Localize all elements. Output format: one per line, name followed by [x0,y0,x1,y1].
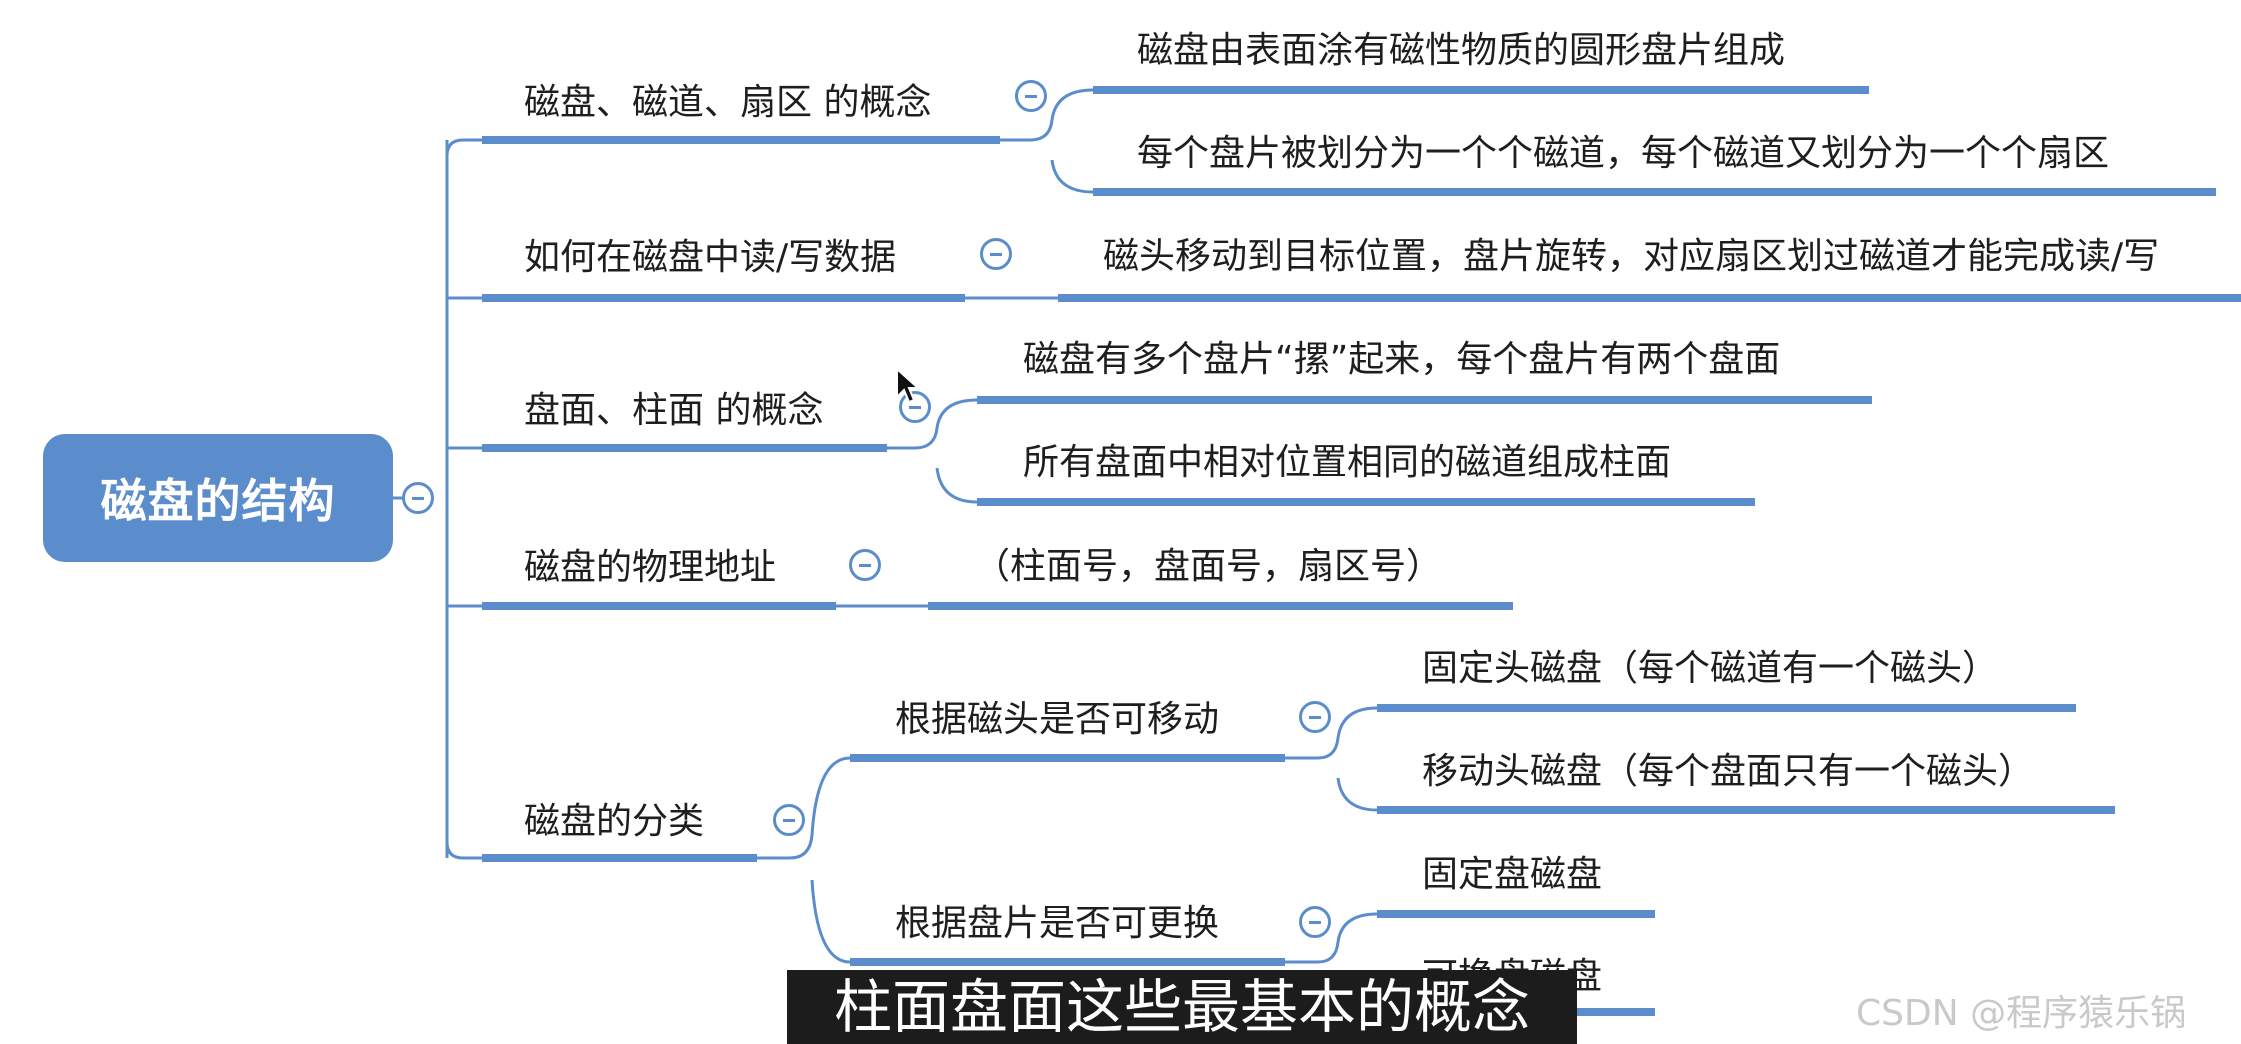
underline-b1 [482,136,1000,144]
collapse-minus-icon[interactable] [1015,80,1047,112]
collapse-minus-icon[interactable] [1299,701,1331,733]
branch-label-classification[interactable]: 磁盘的分类 [524,801,705,842]
underline-s2-c1 [1377,910,1655,918]
connector-b3 [887,398,978,504]
collapse-minus-icon[interactable] [849,549,881,581]
underline-s1 [850,754,1285,762]
connector-branch-1 [445,138,482,157]
underline-s2 [850,958,1285,966]
connector-b1 [1000,88,1094,194]
node-b4-c1[interactable]: （柱面号，盘面号，扇区号） [974,546,1443,587]
underline-b3-c1 [977,396,1872,404]
underline-b1-c1 [1093,86,1869,94]
underline-b4 [482,602,836,610]
underline-b3 [482,444,887,452]
node-b1-c1[interactable]: 磁盘由表面涂有磁性物质的圆形盘片组成 [1137,30,1786,71]
subgroup-label-head-movable[interactable]: 根据磁头是否可移动 [895,699,1220,740]
underline-b4-c1 [928,602,1513,610]
root-node[interactable]: 磁盘的结构 [43,434,393,562]
collapse-minus-icon[interactable] [773,804,805,836]
underline-b2 [482,294,965,302]
underline-b3-c2 [977,498,1755,506]
collapse-minus-icon[interactable] [899,391,931,423]
connector-b5 [757,756,851,964]
mouse-cursor-icon [896,367,921,404]
connector-s1 [1285,706,1378,812]
node-s1-c1[interactable]: 固定头磁盘（每个磁道有一个磁头） [1422,648,1999,689]
node-b1-c2[interactable]: 每个盘片被划分为一个个磁道，每个磁道又划分为一个个扇区 [1137,133,2110,174]
branch-label-concepts[interactable]: 磁盘、磁道、扇区 的概念 [524,82,932,123]
branch-label-read-write[interactable]: 如何在磁盘中读/写数据 [524,237,897,278]
collapse-minus-icon[interactable] [980,238,1012,270]
connector-branch-5 [445,841,482,860]
node-b3-c2[interactable]: 所有盘面中相对位置相同的磁道组成柱面 [1023,442,1672,483]
root-label: 磁盘的结构 [100,474,336,528]
underline-b5 [482,854,757,862]
branch-label-physical-address[interactable]: 磁盘的物理地址 [524,547,777,588]
collapse-minus-icon[interactable] [402,482,434,514]
underline-s1-c1 [1377,704,2076,712]
node-b3-c1[interactable]: 磁盘有多个盘片“摞”起来，每个盘片有两个盘面 [1023,339,1781,380]
underline-b1-c2 [1093,188,2216,196]
node-s2-c1[interactable]: 固定盘磁盘 [1422,854,1603,895]
collapse-minus-icon[interactable] [1299,906,1331,938]
branch-label-surface-cylinder[interactable]: 盘面、柱面 的概念 [524,390,824,431]
underline-s1-c2 [1377,806,2115,814]
watermark: CSDN @程序猿乐锅 [1856,993,2187,1034]
subgroup-label-platter-replaceable[interactable]: 根据盘片是否可更换 [895,903,1220,944]
video-subtitle: 柱面盘面这些最基本的概念 [787,970,1577,1044]
node-b2-c1[interactable]: 磁头移动到目标位置，盘片旋转，对应扇区划过磁道才能完成读/写 [1103,236,2160,277]
underline-b2-c1 [1058,294,2241,302]
node-s1-c2[interactable]: 移动头磁盘（每个盘面只有一个磁头） [1422,751,2035,792]
